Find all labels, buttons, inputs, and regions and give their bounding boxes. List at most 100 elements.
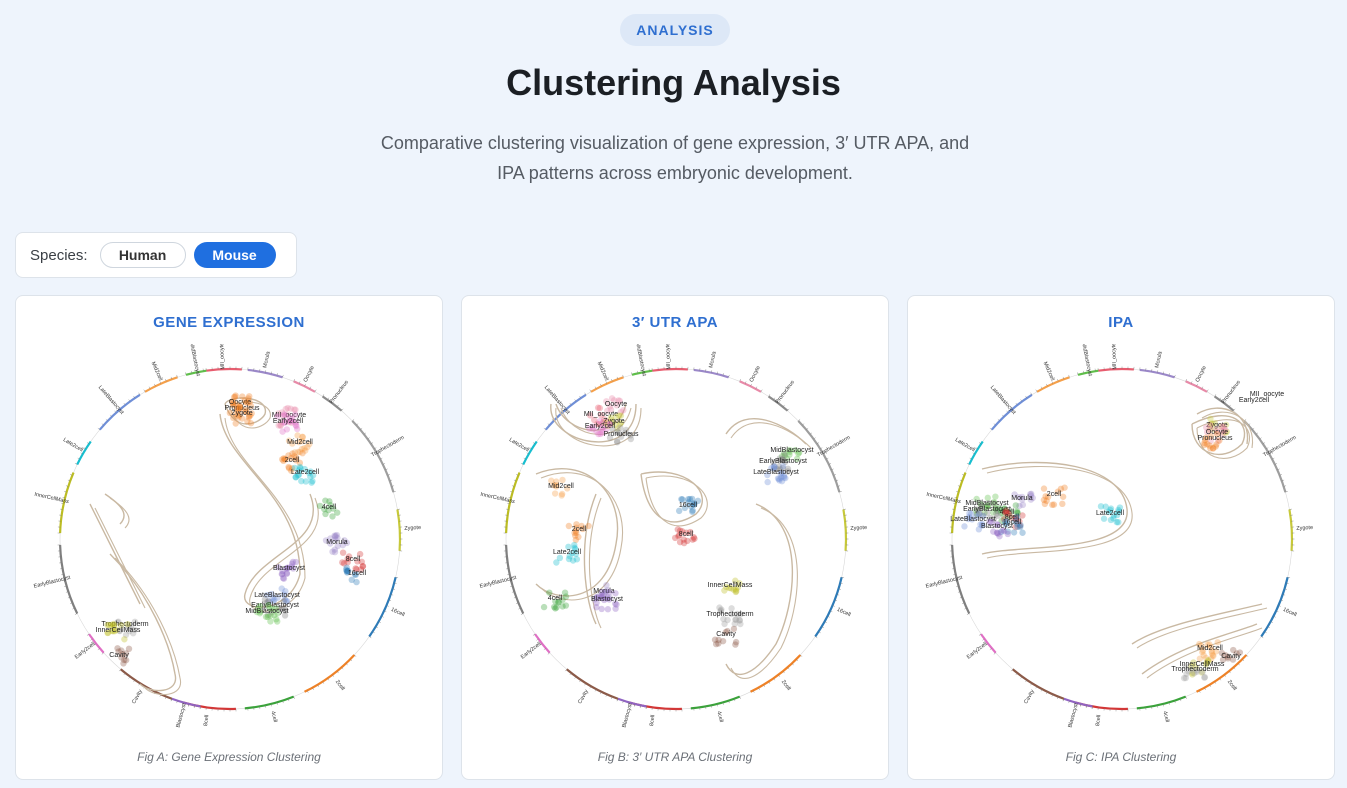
- cluster-point: [229, 401, 237, 409]
- cluster-point: [284, 564, 292, 571]
- cluster-point: [685, 499, 692, 506]
- ring-segment-label: MII_oocyte: [1111, 344, 1118, 370]
- cluster-point: [344, 567, 351, 575]
- ring-tick: [165, 378, 167, 382]
- cluster-point: [316, 502, 324, 510]
- cluster-point: [733, 587, 740, 595]
- ring-tick: [293, 696, 295, 700]
- cluster-point: [292, 411, 299, 418]
- cluster-point: [586, 425, 593, 432]
- cluster-point: [1043, 497, 1050, 505]
- ring-tick: [148, 386, 151, 389]
- cluster-point: [1189, 669, 1196, 677]
- cluster-point: [1110, 515, 1117, 522]
- ring-tick: [532, 633, 536, 636]
- cluster-point: [1207, 415, 1214, 423]
- cluster-point: [736, 580, 743, 587]
- cluster-point: [230, 414, 237, 422]
- cluster-point: [126, 625, 133, 632]
- cluster-point: [1013, 508, 1021, 515]
- ring-tick: [953, 502, 956, 504]
- cluster-point: [558, 490, 566, 498]
- cluster-point: [720, 615, 727, 623]
- cluster-point: [553, 559, 560, 566]
- ring-tick: [1285, 491, 1288, 493]
- ring-tick: [1068, 700, 1070, 704]
- cluster-point: [1003, 518, 1011, 525]
- cluster-point: [993, 529, 1001, 537]
- ring-tick: [97, 427, 100, 430]
- cluster-point: [293, 425, 301, 433]
- ring-tick: [143, 389, 146, 392]
- cluster-point: [1212, 648, 1220, 655]
- cluster-point: [679, 496, 686, 503]
- cluster-point: [965, 513, 973, 521]
- species-option-human[interactable]: Human: [99, 242, 186, 268]
- cluster-point: [605, 422, 612, 430]
- cluster-point: [599, 424, 606, 431]
- ring-segment-label: LateBlastocyst: [543, 385, 571, 416]
- ring-tick: [605, 381, 608, 384]
- cluster-point: [321, 505, 328, 513]
- cluster-point: [1201, 439, 1208, 447]
- ring-tick: [110, 414, 113, 417]
- ring-tick: [332, 674, 334, 677]
- cluster-point: [1115, 506, 1122, 514]
- ring-tick: [105, 419, 108, 422]
- cluster-point: [771, 463, 778, 471]
- cluster-point: [600, 420, 608, 427]
- cluster-point: [689, 507, 696, 514]
- cluster-point: [777, 466, 784, 473]
- cluster-point: [331, 548, 339, 556]
- cluster-point: [271, 596, 278, 603]
- cluster-point: [679, 528, 686, 535]
- cluster-point: [680, 539, 688, 547]
- cluster-point: [553, 478, 560, 485]
- cluster-point: [295, 438, 303, 446]
- cluster-point: [343, 564, 350, 571]
- cluster-point: [972, 507, 980, 514]
- cluster-point: [678, 495, 685, 503]
- cluster-point: [993, 510, 1000, 517]
- ring-tick: [816, 442, 820, 445]
- ring-tick: [959, 596, 963, 599]
- cluster-point: [244, 399, 251, 406]
- ring-tick: [523, 457, 526, 460]
- species-option-mouse[interactable]: Mouse: [193, 242, 276, 268]
- ring-tick: [287, 698, 290, 702]
- cluster-point: [295, 471, 303, 478]
- ring-tick: [332, 401, 334, 404]
- ring-segment-innercellmass: [59, 472, 75, 534]
- cluster-point: [247, 402, 255, 410]
- cluster-point: [770, 466, 778, 473]
- cluster-point: [572, 527, 580, 535]
- ring-tick: [1068, 374, 1070, 378]
- cluster-point: [598, 429, 606, 436]
- ring-tick: [62, 497, 66, 499]
- cluster-point: [784, 468, 792, 475]
- cluster-point: [1224, 653, 1232, 660]
- cluster-point: [287, 418, 295, 425]
- cluster-point: [979, 520, 986, 528]
- ring-tick: [336, 404, 339, 408]
- cluster-point: [1190, 659, 1197, 666]
- cluster-point: [307, 468, 314, 475]
- ring-tick: [605, 694, 608, 697]
- ring-segment-innercellmass: [505, 472, 521, 534]
- ring-tick: [1277, 468, 1280, 471]
- cluster-point: [782, 458, 789, 466]
- cluster-point: [732, 638, 740, 646]
- cluster-point: [283, 569, 291, 577]
- ring-tick: [1015, 402, 1018, 406]
- cluster-point: [715, 640, 722, 647]
- cluster-boundary: [725, 418, 807, 445]
- cluster-point: [598, 605, 605, 613]
- cluster-point: [330, 505, 337, 512]
- cluster-point: [289, 450, 296, 457]
- cluster-point: [232, 392, 239, 399]
- cluster-point: [1207, 445, 1214, 452]
- cluster-label: Trophectoderm: [101, 621, 148, 628]
- cluster-point: [1013, 509, 1021, 516]
- cluster-point: [119, 651, 126, 658]
- cluster-point: [111, 621, 118, 628]
